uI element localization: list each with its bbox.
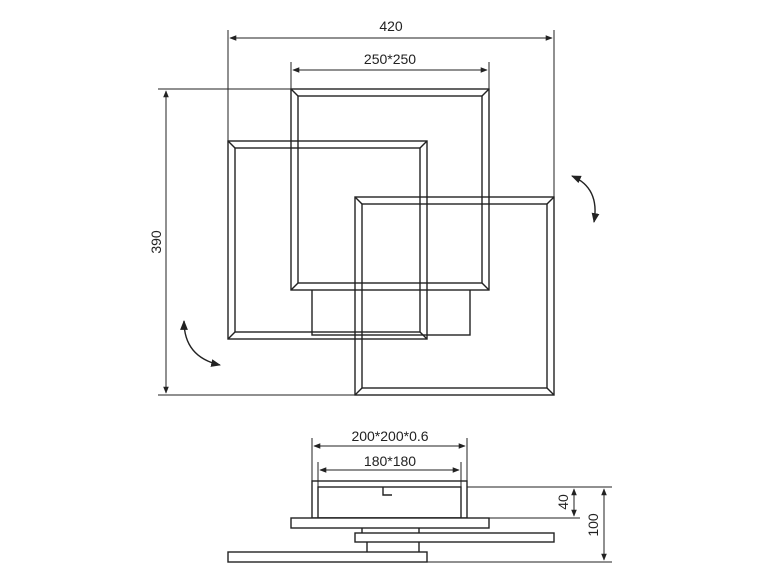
top-view [227, 88, 555, 396]
dim-width-label: 420 [379, 18, 403, 34]
frame-right [354, 196, 555, 396]
dim-total-height-100 [427, 486, 612, 563]
rotate-arrow-icon [571, 175, 600, 223]
dim-total-height-label: 100 [585, 513, 601, 537]
side-plate-1 [290, 517, 490, 529]
dim-base-200 [311, 438, 468, 481]
side-notch [382, 487, 392, 496]
dim-height-390 [158, 88, 355, 396]
dim-inner-180 [317, 462, 462, 487]
rotate-arrow-icon [180, 320, 221, 367]
side-box-inner [317, 486, 462, 519]
dim-height-label: 390 [148, 230, 164, 254]
side-plate-2 [354, 532, 555, 543]
dim-inner-label: 180*180 [364, 453, 416, 469]
dim-width-420 [227, 30, 555, 197]
side-plate-3 [227, 551, 428, 563]
frame-left [227, 140, 428, 340]
side-view [227, 480, 555, 563]
dim-frame-label: 250*250 [364, 51, 416, 67]
dim-frame-250 [290, 62, 490, 89]
frame-top [290, 88, 490, 291]
dim-box-height-label: 40 [555, 494, 571, 510]
dim-base-label: 200*200*0.6 [351, 428, 428, 444]
